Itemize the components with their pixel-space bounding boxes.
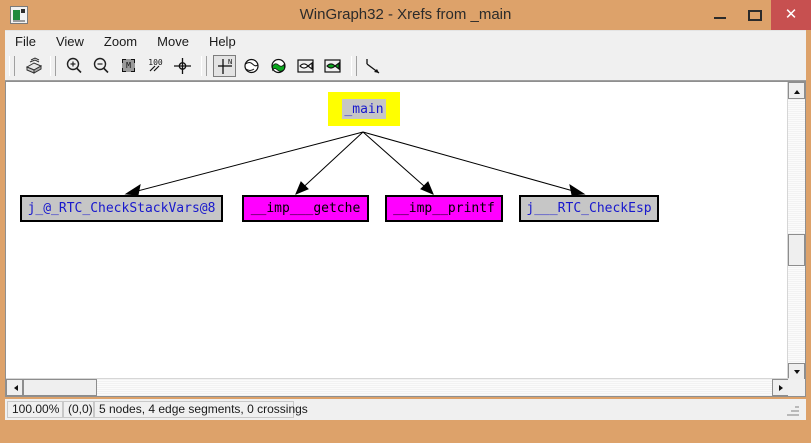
menu-bar: File View Zoom Move Help (5, 30, 806, 53)
status-zoom-level: 100.00% (7, 401, 63, 418)
horizontal-scrollbar-thumb[interactable] (23, 379, 97, 396)
graph-edges (124, 131, 586, 196)
graph-node-imp-getche-label: __imp___getche (244, 197, 367, 220)
toolbar-grip-3[interactable] (201, 56, 207, 76)
print-icon[interactable] (22, 55, 45, 77)
fish-outline-icon[interactable] (294, 55, 317, 77)
menu-item-view[interactable]: View (55, 34, 84, 49)
zoom-100-label: 100 (148, 58, 163, 67)
rotate-globe-icon[interactable] (240, 55, 263, 77)
graph-node-checkesp-label: j___RTC_CheckEsp (521, 197, 657, 220)
edge-main-to-checkstack (125, 131, 364, 195)
menu-item-move[interactable]: Move (157, 34, 189, 49)
arrowhead-printf (420, 181, 434, 195)
graph-client-area: _main j_@_RTC_CheckStackVars@8 __imp___g… (5, 81, 806, 397)
fish-filled-icon[interactable] (321, 55, 344, 77)
status-coordinates: (0,0) (63, 401, 94, 418)
move-north-icon[interactable]: N (213, 55, 236, 77)
status-graph-stats: 5 nodes, 4 edge segments, 0 crossings (94, 401, 308, 418)
graph-node-imp-printf-label: __imp__printf (387, 197, 501, 220)
center-icon[interactable] (171, 55, 194, 77)
toolbar: M 100 N (5, 52, 806, 81)
horizontal-scrollbar[interactable] (6, 378, 789, 396)
menu-item-file[interactable]: File (15, 34, 36, 49)
arrowhead-checkesp (569, 183, 586, 196)
toolbar-grip[interactable] (9, 56, 15, 76)
scroll-left-button[interactable] (6, 379, 23, 396)
graph-window-icon (10, 6, 28, 24)
scroll-down-button[interactable] (788, 363, 805, 380)
triangle-left-icon (14, 385, 18, 391)
svg-text:M: M (126, 61, 131, 70)
title-bar: WinGraph32 - Xrefs from _main ✕ (0, 0, 811, 30)
graph-canvas[interactable]: _main j_@_RTC_CheckStackVars@8 __imp___g… (6, 82, 789, 380)
graph-node-imp-printf[interactable]: __imp__printf (385, 195, 503, 222)
window-title: WinGraph32 - Xrefs from _main (299, 6, 512, 23)
triangle-right-icon (779, 385, 783, 391)
graph-node-main[interactable]: _main (328, 92, 400, 126)
scroll-right-button[interactable] (772, 379, 789, 396)
scrollbar-corner (788, 379, 805, 396)
zoom-100-icon[interactable]: 100 (144, 55, 167, 77)
graph-node-main-label: _main (342, 99, 386, 119)
zoom-out-icon[interactable] (90, 55, 113, 77)
edge-main-to-printf (362, 131, 434, 195)
graph-node-checkstackvars[interactable]: j_@_RTC_CheckStackVars@8 (20, 195, 223, 222)
arrow-diagonal-icon[interactable] (362, 55, 385, 77)
vertical-scrollbar-thumb[interactable] (788, 234, 805, 266)
svg-text:N: N (228, 58, 232, 66)
arrowhead-checkstack (124, 183, 141, 196)
fit-window-icon[interactable]: M (117, 55, 140, 77)
edge-main-to-getche (295, 131, 364, 195)
maximize-button[interactable] (740, 0, 770, 30)
graph-node-checkstackvars-label: j_@_RTC_CheckStackVars@8 (22, 197, 221, 220)
toolbar-grip-4[interactable] (351, 56, 357, 76)
arrowhead-getche (295, 181, 309, 195)
graph-node-checkesp[interactable]: j___RTC_CheckEsp (519, 195, 659, 222)
menu-item-help[interactable]: Help (208, 34, 236, 49)
globe-filled-icon[interactable] (267, 55, 290, 77)
resize-grip[interactable] (787, 404, 799, 416)
vertical-scrollbar[interactable] (787, 82, 805, 380)
status-bar: 100.00% (0,0) 5 nodes, 4 edge segments, … (5, 399, 806, 420)
triangle-down-icon (794, 370, 800, 374)
edge-main-to-checkesp (362, 131, 585, 195)
zoom-in-icon[interactable] (63, 55, 86, 77)
scroll-up-button[interactable] (788, 82, 805, 99)
triangle-up-icon (794, 90, 800, 94)
graph-node-imp-getche[interactable]: __imp___getche (242, 195, 369, 222)
close-button[interactable]: ✕ (771, 0, 811, 30)
toolbar-grip-2[interactable] (50, 56, 56, 76)
minimize-button[interactable] (705, 0, 735, 30)
menu-item-zoom[interactable]: Zoom (103, 34, 138, 49)
